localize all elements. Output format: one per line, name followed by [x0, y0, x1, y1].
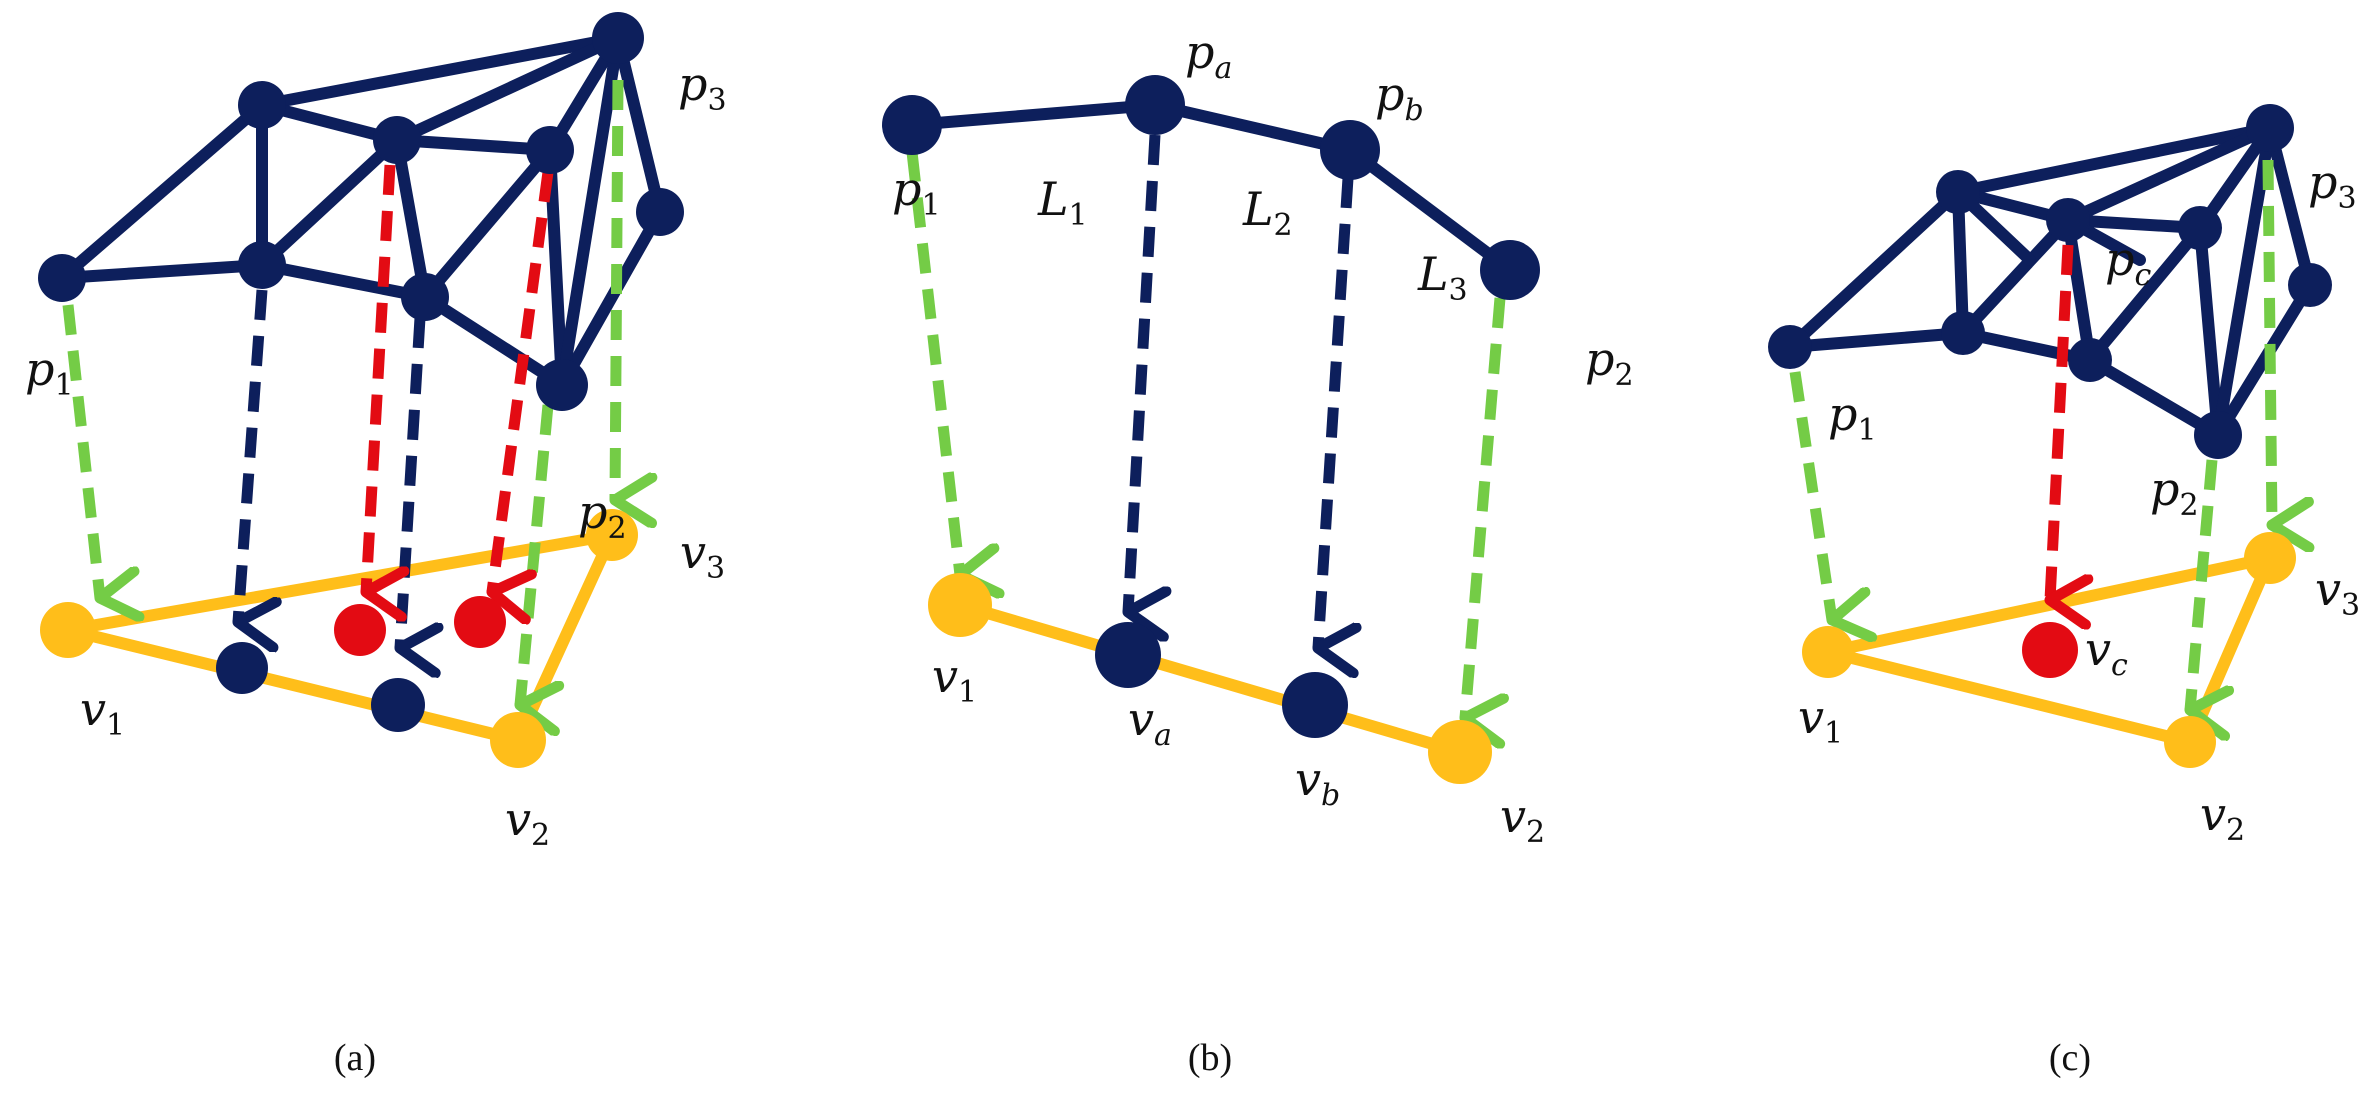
- blue-projection-arrow: [1128, 134, 1155, 612]
- panel-b-base-line: [954, 599, 1466, 758]
- label-v2: v2: [2200, 787, 2245, 848]
- projected-point-red: [454, 596, 506, 648]
- label-p2: p2: [1585, 332, 1634, 393]
- label-L2: L2: [1242, 182, 1293, 243]
- label-p1: p1: [25, 342, 74, 403]
- green-projection-arrow: [520, 404, 548, 705]
- mesh-vertex: [238, 241, 286, 289]
- red-projection-arrow: [366, 164, 390, 592]
- label-v2: v2: [505, 792, 550, 853]
- mesh-vertex: [636, 188, 684, 236]
- panel-a-mesh-nodes: [38, 12, 684, 411]
- blue-projection-arrow: [238, 289, 262, 622]
- panel-a-projections: [62, 79, 618, 705]
- mesh-vertex-p3: [592, 12, 644, 64]
- blue-projection-arrow: [400, 317, 420, 648]
- caption-a: (a): [334, 1037, 376, 1079]
- label-v3: v3: [2315, 562, 2360, 623]
- mesh-vertex-pc: [2046, 198, 2090, 242]
- panel-b-nodes: [882, 75, 1540, 784]
- mesh-vertex: [238, 81, 286, 129]
- polyline-vertex-p1: [882, 95, 942, 155]
- panel-a: p1 p2 p3 v1 v2 v3 (a): [25, 12, 727, 1079]
- mesh-vertex: [1941, 311, 1985, 355]
- label-vc: vc: [2085, 622, 2128, 683]
- label-L1: L1: [1037, 172, 1088, 233]
- projected-point-blue: [371, 678, 425, 732]
- plane-vertex-v1: [1802, 626, 1854, 678]
- plane-vertex-v2: [490, 712, 546, 768]
- panel-c-mesh-nodes: [1768, 104, 2332, 459]
- label-v2: v2: [1500, 789, 1545, 850]
- green-projection-arrow: [2262, 159, 2272, 525]
- polyline-vertex-p2: [1480, 240, 1540, 300]
- label-vb: vb: [1295, 752, 1340, 813]
- polyline-vertex-pb: [1320, 120, 1380, 180]
- panel-b-projections: [906, 134, 1500, 718]
- label-va: va: [1128, 692, 1172, 753]
- label-pb: pb: [1375, 67, 1424, 128]
- panel-a-base-triangle: [62, 529, 618, 746]
- label-v1: v1: [80, 682, 125, 743]
- label-v1: v1: [1798, 690, 1843, 751]
- panel-c-projected-points: [1802, 532, 2296, 768]
- green-projection-arrow: [62, 304, 100, 598]
- panel-c-projections: [1789, 159, 2272, 710]
- mesh-vertex-p1: [1768, 325, 1812, 369]
- mesh-vertex: [2178, 206, 2222, 250]
- green-projection-arrow: [615, 79, 618, 500]
- projected-point-red: [334, 604, 386, 656]
- mesh-vertex-p2: [2194, 411, 2242, 459]
- green-projection-arrow: [906, 151, 960, 575]
- caption-c: (c): [2049, 1037, 2091, 1079]
- panel-a-mesh: [56, 32, 666, 391]
- label-p3: p3: [678, 57, 727, 118]
- blue-projection-arrow: [1318, 177, 1348, 648]
- green-projection-arrow: [2190, 459, 2212, 710]
- mesh-vertex-p3: [2246, 104, 2294, 152]
- projected-point-vc: [2022, 622, 2078, 678]
- label-pc: pc: [2105, 232, 2151, 293]
- red-projection-arrow: [2050, 244, 2068, 600]
- projected-point-vb: [1282, 672, 1348, 738]
- plane-vertex-v2: [2164, 716, 2216, 768]
- label-p2: p2: [578, 485, 627, 546]
- panel-c: p3 pc p1 p2 v3 vc v1 v2 (c): [1768, 104, 2360, 1079]
- label-p2: p2: [2150, 462, 2199, 523]
- mesh-vertex: [1936, 170, 1980, 214]
- mesh-vertex: [401, 273, 449, 321]
- green-projection-arrow: [1465, 297, 1500, 718]
- mesh-vertex: [2288, 263, 2332, 307]
- plane-vertex-v1: [928, 573, 992, 637]
- label-L3: L3: [1417, 247, 1468, 308]
- red-projection-arrow: [492, 171, 554, 592]
- label-p1: p1: [892, 162, 941, 223]
- green-projection-arrow: [1789, 371, 1832, 620]
- label-p1: p1: [1828, 387, 1877, 448]
- caption-b: (b): [1188, 1037, 1232, 1079]
- polyline-vertex-pa: [1125, 75, 1185, 135]
- mesh-vertex: [2068, 338, 2112, 382]
- mesh-vertex-p2: [536, 359, 588, 411]
- label-v1: v1: [932, 649, 977, 710]
- mesh-vertex: [526, 126, 574, 174]
- panel-b: pa pb p1 p2 L1 L2 L3 v1 va vb v2 (b): [882, 25, 1634, 1079]
- panel-a-projected-points: [40, 509, 638, 768]
- plane-vertex-v2: [1428, 720, 1492, 784]
- label-v3: v3: [680, 525, 725, 586]
- mesh-vertex-p1: [38, 254, 86, 302]
- projected-point-va: [1095, 622, 1161, 688]
- plane-vertex-v1: [40, 602, 96, 658]
- mesh-vertex: [373, 116, 421, 164]
- projected-point-blue: [216, 642, 268, 694]
- panel-c-mesh: [1784, 122, 2316, 441]
- plane-vertex-v3: [2244, 532, 2296, 584]
- plane-vertex-v3: [586, 509, 638, 561]
- panel-b-polyline: [911, 99, 1514, 275]
- label-p3: p3: [2308, 155, 2357, 216]
- label-pa: pa: [1185, 25, 1232, 86]
